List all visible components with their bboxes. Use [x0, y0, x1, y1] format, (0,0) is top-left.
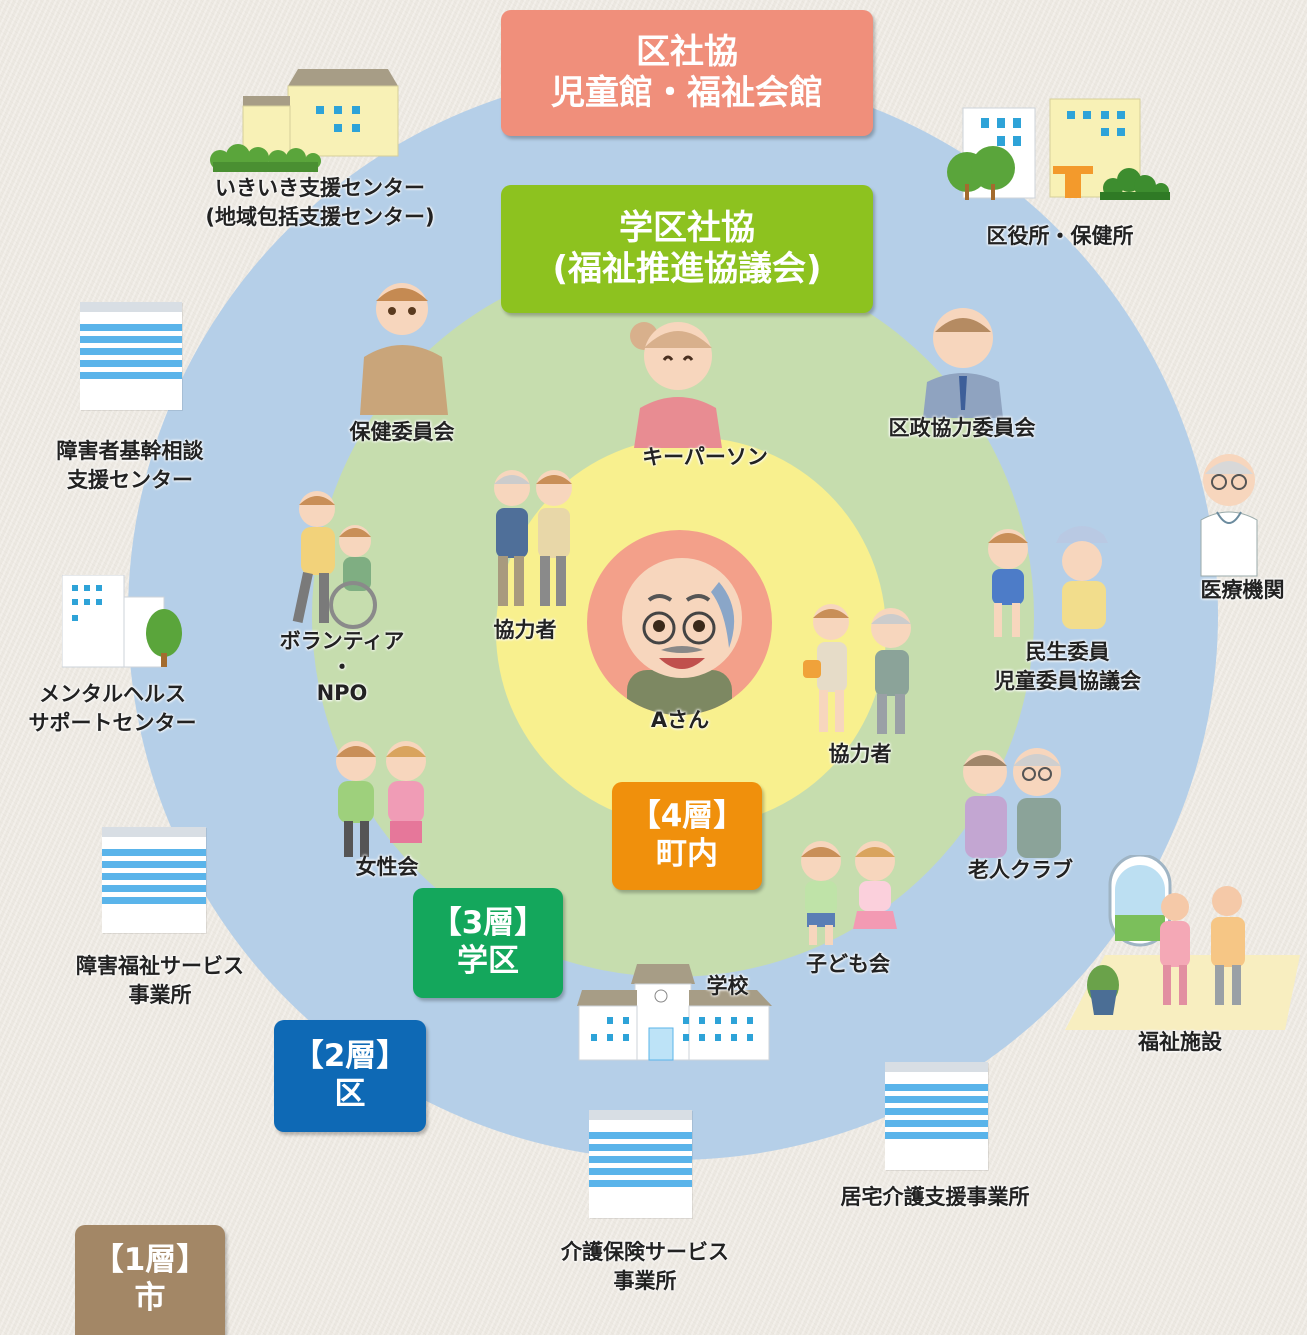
layer3-school-district-box: 【3層】 学区	[413, 888, 563, 998]
ward-cooperation-committee-person-icon	[923, 308, 1003, 418]
school-label: 学校	[706, 974, 749, 998]
box-line: (福祉推進協議会)	[552, 249, 822, 289]
cooperator-left-label: 協力者	[493, 618, 557, 642]
ikiiki-center-building-icon	[210, 69, 399, 172]
label-line: 障害者基幹相談	[56, 439, 204, 463]
doctor-icon	[1200, 454, 1258, 577]
ward-office-health-center-label: 区役所・保健所	[986, 224, 1134, 248]
medical-institution-label: 医療機関	[1200, 578, 1285, 602]
childrens-association-icon	[801, 841, 897, 945]
label-line: NPO	[316, 681, 368, 705]
label-line: 民生委員	[1025, 640, 1110, 664]
ikiiki-center-label: いきいき支援センター (地域包括支援センター)	[170, 174, 470, 232]
label-line: いきいき支援センター	[215, 176, 425, 200]
box-line: 学区	[457, 943, 519, 979]
box-line: 【2層】	[292, 1038, 408, 1075]
box-line: 市	[134, 1280, 166, 1316]
mental-health-support-center-label: メンタルヘルス サポートセンター	[0, 680, 225, 738]
childrens-association-label: 子ども会	[806, 952, 890, 976]
home-care-support-office-label: 居宅介護支援事業所	[840, 1185, 1030, 1209]
person-a-circle	[587, 530, 772, 715]
health-committee-person-icon	[360, 283, 448, 415]
welfare-facility-label: 福祉施設	[1138, 1030, 1222, 1054]
label-line: メンタルヘルス	[39, 682, 186, 706]
cooperator-greeting-pair-icon	[803, 604, 911, 734]
disability-welfare-service-label: 障害福祉サービス 事業所	[45, 952, 275, 1010]
home-care-support-building-icon	[885, 1062, 988, 1170]
welfare-facility-scene-icon	[1065, 855, 1300, 1030]
ward-social-welfare-council-box: 区社協 児童館・福祉会館	[501, 10, 873, 136]
keyperson-grandmother-icon	[630, 322, 722, 448]
label-line: ボランティア	[279, 629, 405, 653]
school-building-icon	[577, 964, 772, 1061]
box-line: 【4層】	[629, 798, 745, 835]
elderly-club-icon	[963, 748, 1061, 858]
label-line: 事業所	[128, 983, 192, 1007]
welfare-children-commissioner-label: 民生委員 児童委員協議会	[960, 638, 1175, 696]
volunteer-wheelchair-icon	[292, 491, 377, 629]
label-line: ・	[331, 655, 353, 679]
disability-consultation-center-building-icon	[80, 302, 182, 410]
mental-health-center-building-icon	[62, 575, 182, 668]
label-line: 障害福祉サービス	[76, 954, 244, 978]
ward-cooperation-committee-label: 区政協力委員会	[888, 416, 1036, 440]
care-insurance-service-label: 介護保険サービス 事業所	[525, 1238, 765, 1296]
box-line: 区社協	[636, 31, 738, 72]
cooperator-right-label: 協力者	[828, 742, 892, 766]
layer1-city-box: 【1層】 市	[75, 1225, 225, 1335]
box-line: 区	[334, 1076, 366, 1112]
elderly-man-face-icon	[622, 558, 742, 715]
box-line: 町内	[656, 836, 718, 872]
label-line: 支援センター	[67, 468, 193, 492]
layer2-ward-box: 【2層】 区	[274, 1020, 426, 1132]
label-line: サポートセンター	[28, 711, 197, 735]
welfare-commissioner-icon	[988, 526, 1108, 637]
volunteer-npo-label: ボランティア ・ NPO	[262, 628, 422, 706]
box-line: 学区社協	[619, 207, 755, 248]
label-line: 児童委員協議会	[994, 669, 1141, 693]
womens-association-icon	[336, 741, 426, 857]
ward-office-building-icon	[947, 98, 1170, 200]
key-person-label: キーパーソン	[642, 445, 768, 469]
cooperator-elderly-pair-icon	[494, 470, 572, 606]
box-line: 【3層】	[430, 905, 546, 942]
disability-consultation-center-label: 障害者基幹相談 支援センター	[20, 437, 240, 495]
label-line: 事業所	[613, 1269, 677, 1293]
elderly-club-label: 老人クラブ	[968, 858, 1073, 882]
box-line: 児童館・福祉会館	[551, 73, 823, 113]
district-social-welfare-council-box: 学区社協 (福祉推進協議会)	[501, 185, 873, 313]
label-line: (地域包括支援センター)	[205, 205, 435, 229]
womens-association-label: 女性会	[355, 855, 419, 879]
layer4-neighborhood-box: 【4層】 町内	[612, 782, 762, 890]
disability-welfare-service-building-icon	[102, 827, 206, 933]
label-line: 介護保険サービス	[561, 1240, 729, 1264]
box-line: 【1層】	[92, 1242, 208, 1279]
person-a-label: Aさん	[650, 708, 710, 732]
health-committee-label: 保健委員会	[349, 420, 455, 444]
care-insurance-service-building-icon	[589, 1110, 692, 1218]
